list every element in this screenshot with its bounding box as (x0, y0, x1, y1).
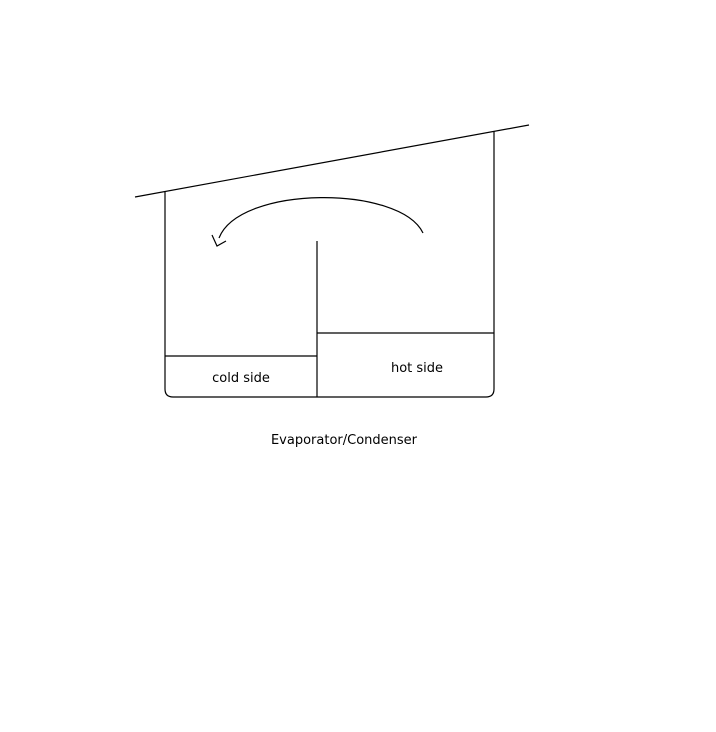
container-outline (164, 131, 495, 398)
curved-arrow-left-icon (211, 197, 424, 247)
roof-line (134, 124, 530, 198)
hot-side-label: hot side (391, 361, 443, 376)
cold-side-label: cold side (212, 371, 270, 386)
diagram-caption: Evaporator/Condenser (271, 433, 418, 448)
